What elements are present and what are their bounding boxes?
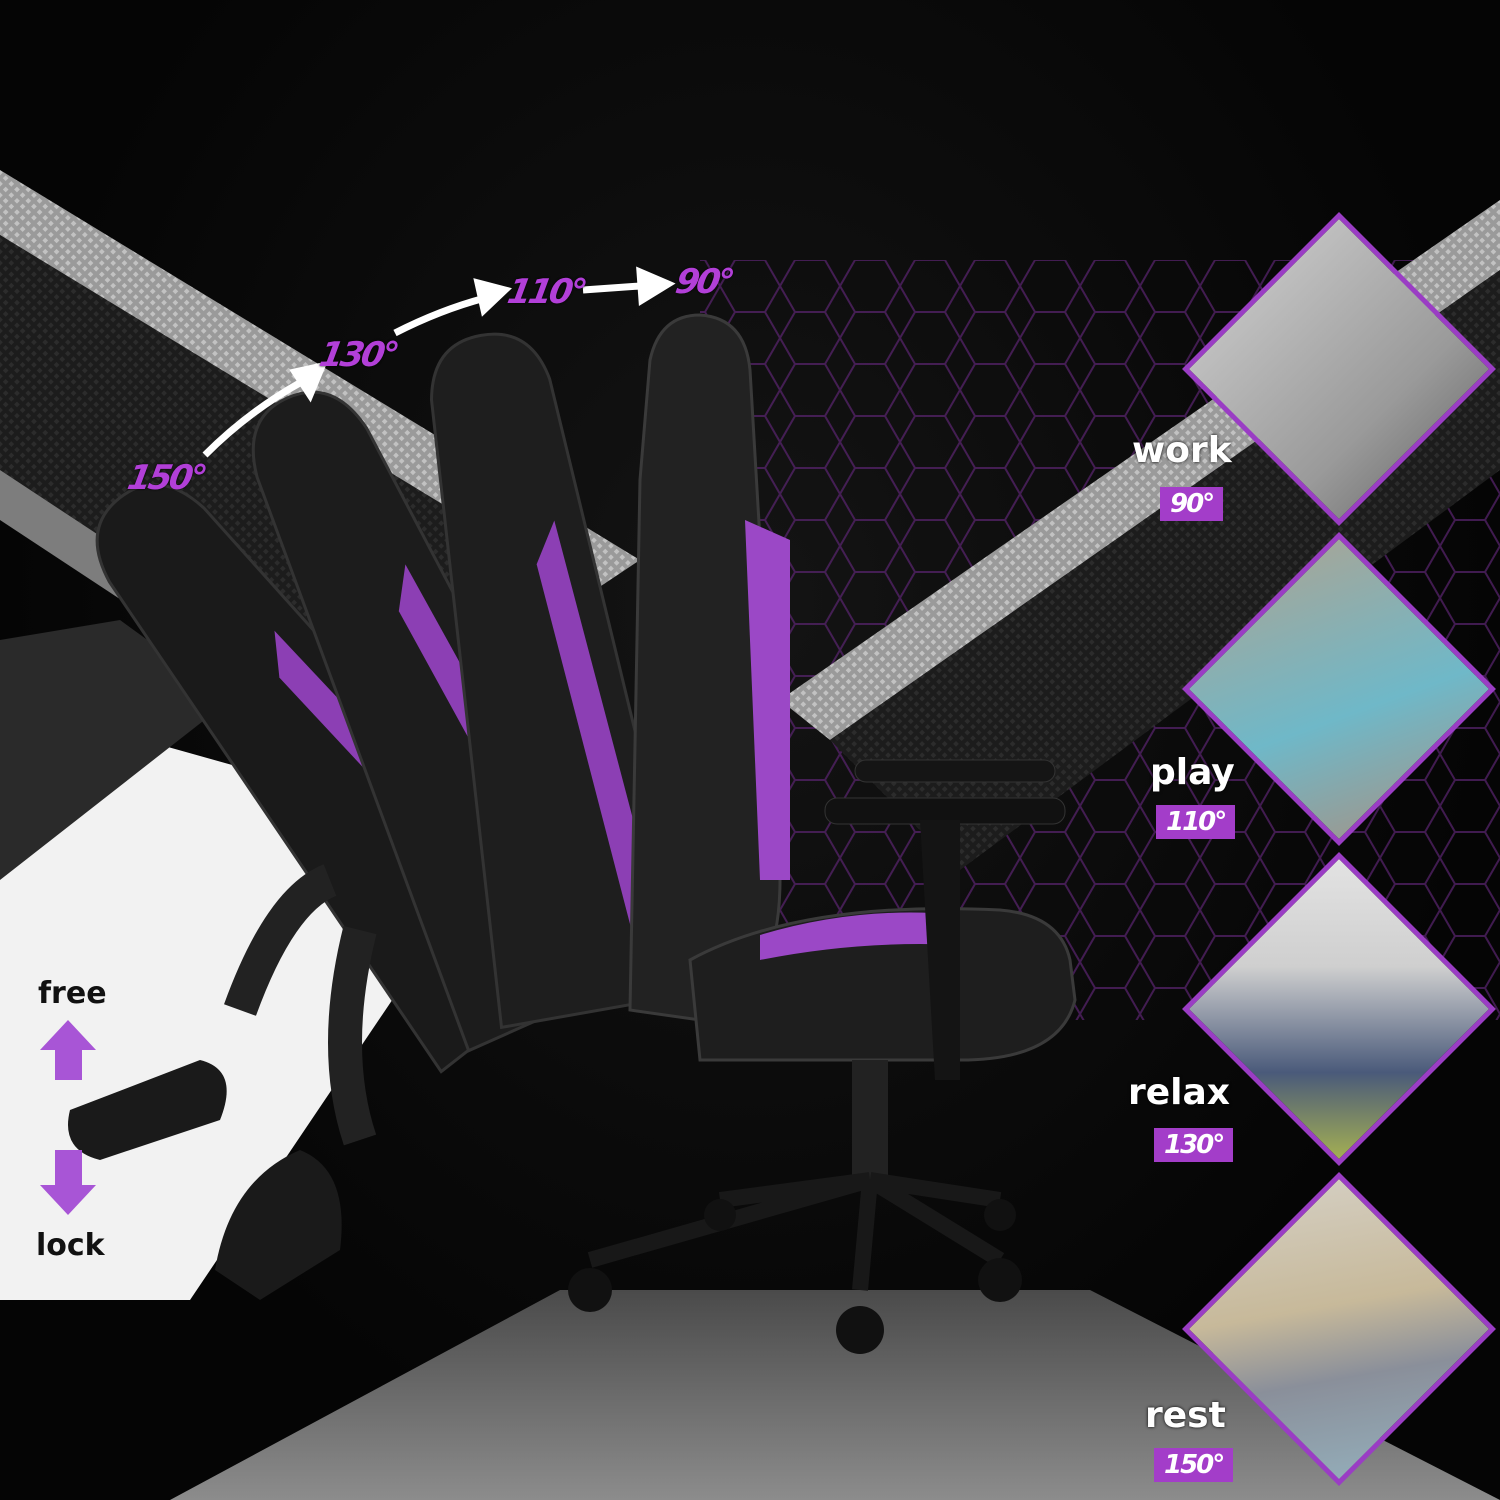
lever-closeup (40, 864, 377, 1300)
arrow-down-icon (40, 1150, 96, 1215)
leather-corner (0, 620, 230, 880)
angle-label-150: 150° (124, 458, 208, 498)
lever-lock-label: lock (36, 1228, 105, 1263)
mode-label-play: play (1150, 752, 1235, 793)
mode-angle-relax: 130° (1154, 1128, 1234, 1162)
floor (170, 1290, 1500, 1500)
arrow-up-icon (40, 1020, 96, 1080)
mode-label-work: work (1132, 430, 1232, 471)
mode-angle-play: 110° (1156, 805, 1236, 839)
backrest-90 (628, 313, 790, 1022)
angle-label-90: 90° (672, 262, 735, 302)
angle-label-110: 110° (504, 272, 588, 312)
armrest (824, 759, 1066, 1080)
mode-angle-rest: 150° (1154, 1448, 1234, 1482)
seat (688, 907, 1077, 1062)
mode-angle-work: 90° (1160, 487, 1224, 521)
mode-label-rest: rest (1145, 1395, 1226, 1436)
lever-free-label: free (38, 976, 107, 1011)
angle-label-130: 130° (316, 335, 400, 375)
mode-label-relax: relax (1128, 1072, 1231, 1113)
base (568, 1060, 1022, 1354)
recline-arrows (202, 266, 676, 458)
